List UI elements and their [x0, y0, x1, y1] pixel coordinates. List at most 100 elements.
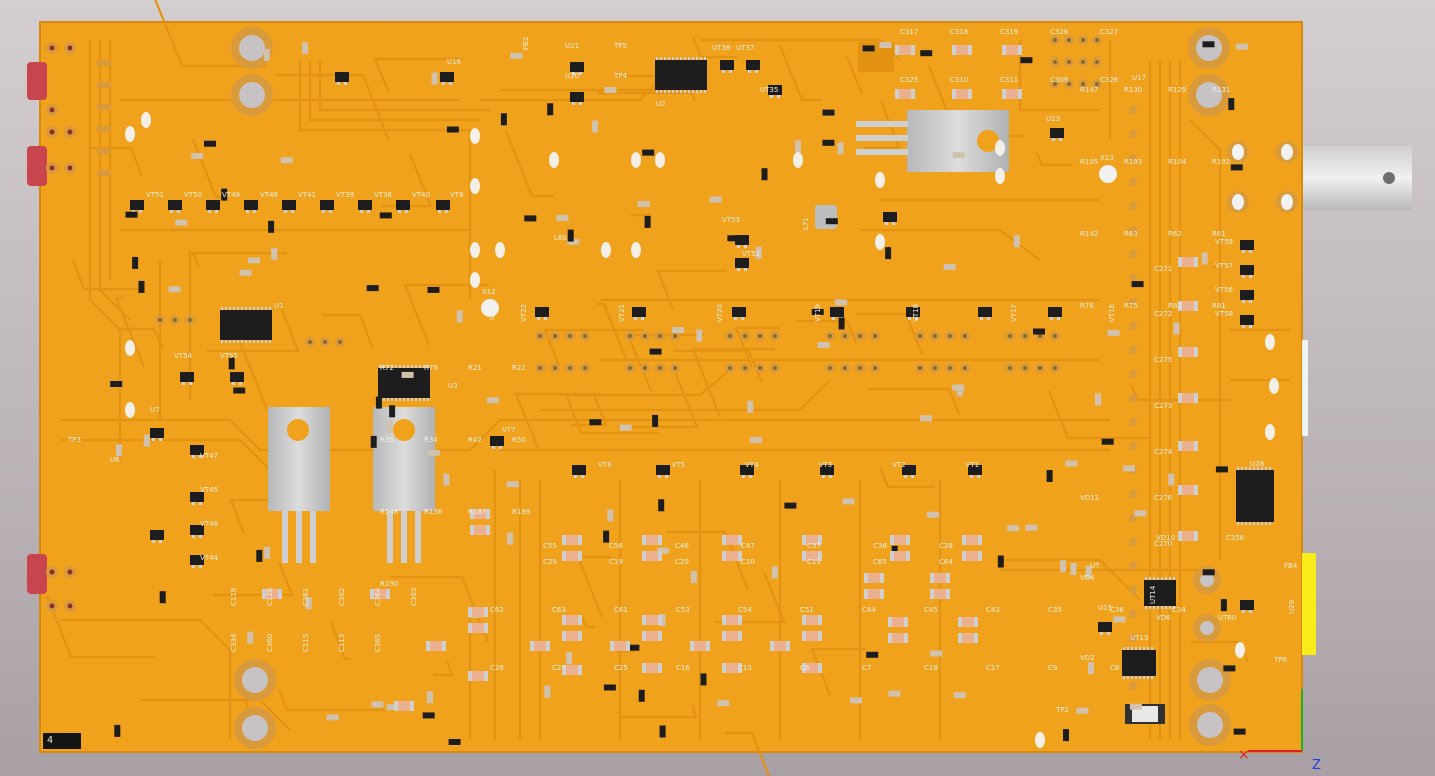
smd-passive [1107, 329, 1120, 336]
smd-passive [114, 724, 121, 737]
sot-part [150, 428, 164, 438]
smd-passive [1060, 560, 1066, 573]
oval-pad [1269, 378, 1279, 394]
smd-passive [507, 532, 514, 545]
cap-terminal [562, 665, 566, 675]
pcb-substrate [39, 21, 1303, 753]
variable-hole [1200, 621, 1214, 635]
ceramic-cap [692, 641, 708, 651]
through-pad-drill [948, 366, 952, 370]
smd-passive [825, 218, 838, 225]
sot-pin [977, 475, 980, 478]
via-column [1129, 394, 1137, 402]
via-column [1129, 226, 1137, 234]
smd-passive [547, 103, 554, 116]
sot-part [206, 200, 220, 210]
silk-label-r35: R35 [380, 436, 394, 444]
ic-u1-pin [249, 307, 251, 310]
ic-ut13-pin [1143, 676, 1145, 679]
cap-terminal [1178, 257, 1182, 267]
ceramic-cap [264, 589, 280, 599]
sot-part [906, 307, 920, 317]
silk-label-c275: C275 [1154, 356, 1172, 364]
sot-pin [192, 502, 195, 505]
ceramic-cap [890, 617, 906, 627]
through-pad-drill [858, 366, 862, 370]
sot-pin [1249, 300, 1252, 303]
sot-part [282, 200, 296, 210]
sot-pin [322, 210, 325, 213]
silk-label-c62: C62 [490, 606, 504, 614]
ic-u2-pin [688, 90, 690, 93]
ceramic-cap [564, 665, 580, 675]
silk-label-c27: C27 [552, 664, 566, 672]
through-pad-drill [158, 318, 162, 322]
through-pad-drill [918, 334, 922, 338]
cap-terminal [946, 589, 950, 599]
ic-u28-pin [1241, 467, 1243, 470]
via-column [1129, 154, 1137, 162]
silk-label-r72: R72 [380, 364, 394, 372]
cap-terminal [930, 573, 934, 583]
silk-label-c365: C365 [374, 634, 382, 652]
ic-ut14-pin [1153, 606, 1155, 609]
cap-terminal [642, 663, 646, 673]
smd-passive [1033, 328, 1045, 335]
ceramic-cap [932, 589, 948, 599]
silk-label-c37: C37 [807, 542, 821, 550]
silk-label-vt58: VT58 [1215, 310, 1233, 318]
ceramic-cap [564, 631, 580, 641]
silk-label-c334: C334 [230, 633, 238, 652]
trace [571, 394, 608, 427]
sot-part [632, 307, 646, 317]
ceramic-cap [724, 615, 740, 625]
sot-pin [499, 446, 502, 449]
via-column [1129, 682, 1137, 690]
oval-pad [875, 172, 885, 188]
sot-pin [579, 102, 582, 105]
trace [778, 45, 821, 102]
ic-u2-pin [668, 90, 670, 93]
ic-ut13-pin [1147, 647, 1149, 650]
silk-label-vd11: VD11 [1080, 494, 1099, 502]
smd-passive [649, 348, 662, 355]
smd-passive [1202, 41, 1215, 48]
ic-u28-pin [1265, 467, 1267, 470]
smd-passive [842, 498, 855, 505]
silk-label-u15: U15 [1098, 604, 1112, 612]
via-column [1129, 586, 1137, 594]
sot-pin [1100, 632, 1103, 635]
ceramic-cap [612, 641, 628, 651]
ic-ut14-pin [1161, 577, 1163, 580]
cap-terminal [546, 641, 550, 651]
copper-traces [45, 0, 1290, 776]
ic-ut14-pin [1173, 577, 1175, 580]
via-column [1129, 274, 1137, 282]
silk-label-u28: U28 [1250, 460, 1264, 468]
sot-pin [1242, 275, 1245, 278]
regulator-right [373, 407, 435, 563]
smd-passive [943, 264, 956, 270]
sot-pin [822, 475, 825, 478]
cap-terminal [658, 615, 662, 625]
smd-passive [920, 415, 933, 422]
cap-terminal [818, 663, 822, 673]
trace [1018, 40, 1100, 112]
ceramic-cap [470, 671, 486, 681]
white-header-strip [1302, 340, 1308, 436]
ceramic-cap [644, 551, 660, 561]
sot-pin [1052, 138, 1055, 141]
cap-terminal [578, 665, 582, 675]
cap-terminal [262, 589, 266, 599]
ic-u1-pin [265, 307, 267, 310]
sot-pin [199, 455, 202, 458]
silk-label-c44: C44 [862, 606, 876, 614]
via-column [1129, 442, 1137, 450]
silk-label-c311: C311 [1000, 76, 1018, 84]
cap-terminal [442, 641, 446, 651]
silk-label-r105: R105 [1080, 158, 1098, 166]
sot-pin [132, 210, 135, 213]
silk-label-vt36: VT36 [374, 191, 393, 199]
